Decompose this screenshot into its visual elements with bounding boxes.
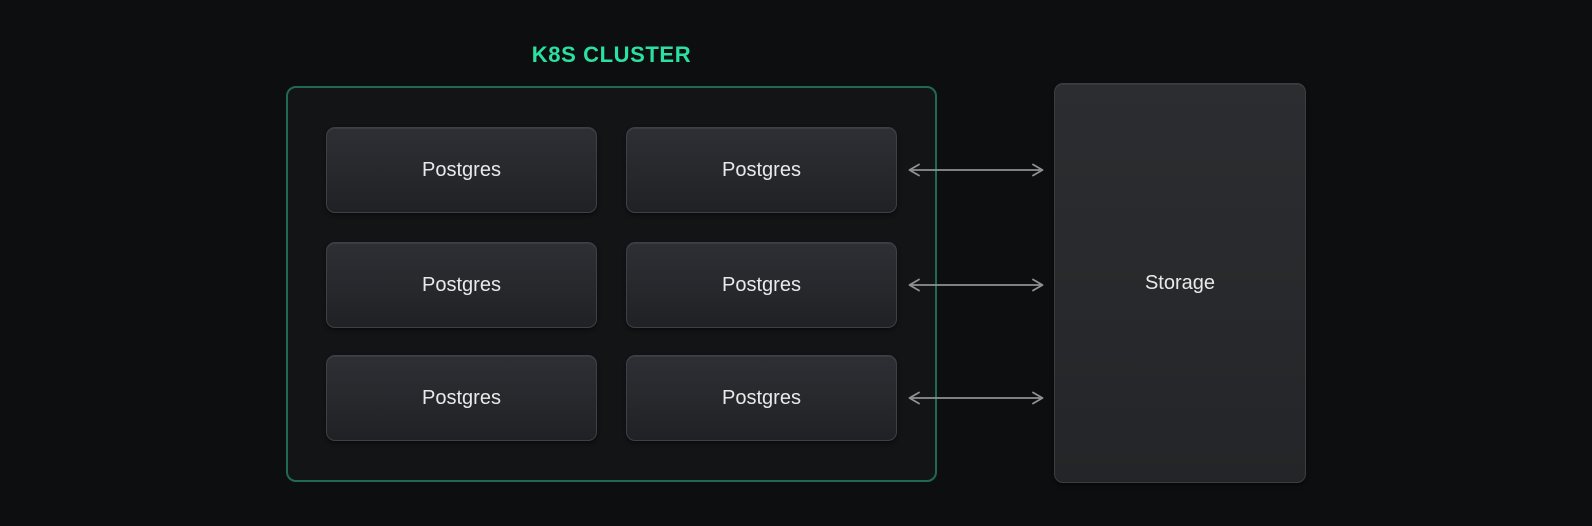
bidirectional-arrow-icon: [908, 163, 1044, 177]
cluster-title: K8S CLUSTER: [531, 42, 692, 67]
postgres-node: Postgres: [626, 127, 897, 213]
postgres-node: Postgres: [326, 127, 597, 213]
storage-box: Storage: [1054, 83, 1306, 483]
postgres-node: Postgres: [326, 242, 597, 328]
bidirectional-arrow-icon: [908, 278, 1044, 292]
postgres-node: Postgres: [326, 355, 597, 441]
postgres-node: Postgres: [626, 242, 897, 328]
bidirectional-arrow-icon: [908, 391, 1044, 405]
postgres-node: Postgres: [626, 355, 897, 441]
